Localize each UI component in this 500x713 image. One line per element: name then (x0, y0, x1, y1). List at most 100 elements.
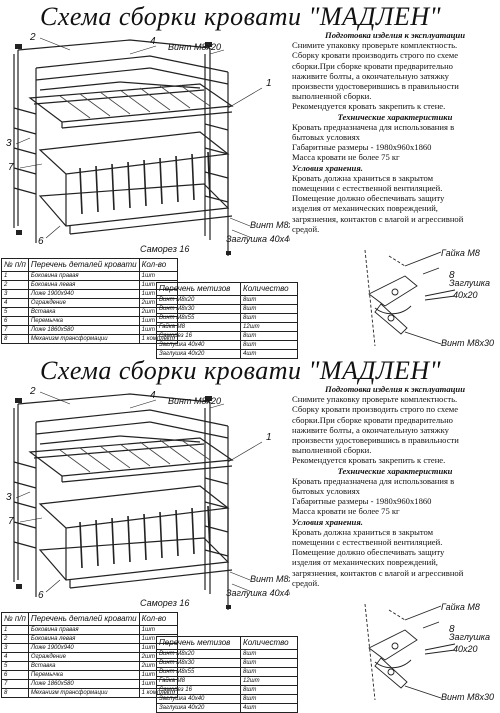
cell: 1 (1, 271, 29, 281)
cell: Заглушка 40х20 (156, 703, 241, 713)
sheet-title: Схема сборки кровати "МАДЛЕН" (40, 2, 442, 31)
prep-heading: Подготовка изделия к эксплуатации (325, 384, 465, 394)
tech-line: Кровать предназначена для использования … (292, 121, 455, 132)
tech-heading: Технические характеристики (337, 111, 453, 122)
callout-3: 3 (6, 492, 12, 503)
tech-line: бытовых условиях (292, 486, 360, 497)
fasteners-table-header: Перечень метизов Количество (156, 636, 298, 650)
cell: 8 (1, 688, 29, 698)
cell: 8шт (240, 667, 298, 677)
cell: Винт М8х20 (156, 295, 241, 305)
cell: Ограждение (27, 652, 140, 662)
callout-8: 8 (449, 270, 455, 281)
prep-line: наживите болты, а окончательную затяжку (292, 70, 449, 81)
label-zaglushka-40x20: Заглушка (449, 278, 490, 288)
cell: 8шт (240, 649, 298, 659)
prep-line: выполненной сборки. (292, 445, 372, 456)
cell: Ложе 1900х940 (27, 289, 140, 299)
callout-6: 6 (38, 590, 44, 601)
tech-heading: Технические характеристики (337, 465, 453, 476)
cell: 8шт (240, 331, 298, 341)
cell: 8 (1, 334, 29, 344)
label-zaglushka-40x40: Заглушка 40х40 (226, 588, 290, 598)
cell: Механизм трансформации (27, 334, 140, 344)
label-zaglushka-40x40: Заглушка 40х40 (226, 234, 290, 244)
storage-line: средой. (292, 577, 320, 588)
cell: Механизм трансформации (27, 688, 140, 698)
prep-line: Сборку кровати производить строго по схе… (292, 404, 459, 415)
callout-8: 8 (449, 624, 455, 635)
callout-4: 4 (150, 36, 156, 47)
callout-7: 7 (8, 516, 14, 527)
cell: Заглушка 40х40 (156, 694, 241, 704)
cell: Перемычка (27, 316, 140, 326)
label-vint-m8x30: Винт М8х30 (441, 338, 494, 348)
storage-line: Кровать должна храниться в закрытом (292, 172, 434, 183)
tech-line: Масса кровати не более 75 кг (292, 152, 400, 163)
prep-heading: Подготовка изделия к эксплуатации (325, 30, 465, 40)
col-header-number: № п/п (1, 612, 29, 626)
cell: 6 (1, 670, 29, 680)
cell: Гайка М8 (156, 676, 241, 686)
cell: 3 (1, 289, 29, 299)
tech-line: бытовых условиях (292, 132, 360, 143)
label-samorez: Саморез 16 (140, 598, 189, 608)
cell: 2 (1, 634, 29, 644)
cell: 1шт (138, 271, 178, 281)
bunk-bed-assembly-drawing: 2 4 1 3 7 6 5 Винт М8х20 Винт М8х55 Загл… (6, 386, 290, 610)
cell: Боковина левая (27, 634, 140, 644)
cell: 8шт (240, 295, 298, 305)
cell: Гайка М8 (156, 322, 241, 332)
prep-line: выполненной сборки. (292, 91, 372, 102)
bunk-bed-assembly-drawing: 2 4 1 3 7 6 5 Винт М8х20 Винт М8х55 Загл… (6, 32, 290, 256)
cell: 12шт (240, 322, 298, 332)
cell: 7 (1, 679, 29, 689)
callout-4: 4 (150, 390, 156, 401)
col-header-qty: Кол-во (138, 258, 178, 272)
cell: Заглушка 40х40 (156, 340, 241, 350)
prep-line: произвести удостоверившись в правильност… (292, 81, 459, 92)
sheet-bottom: Схема сборки кровати "МАДЛЕН" (0, 354, 500, 713)
cell: 4 (1, 652, 29, 662)
cell: Винт М8х30 (156, 304, 241, 314)
cell: 8шт (240, 304, 298, 314)
cell: Вставка (27, 307, 140, 317)
callout-3: 3 (6, 138, 12, 149)
callout-2: 2 (29, 32, 36, 43)
label-zaglushka-40x20-size: 40х20 (453, 644, 478, 654)
cell: Винт М8х30 (156, 658, 241, 668)
prep-line: сборки.При сборке кровати предварительно (292, 414, 453, 425)
cell: Винт М8х20 (156, 649, 241, 659)
col-header-number: № п/п (1, 258, 29, 272)
cell: 6 (1, 316, 29, 326)
prep-line: Снимите упаковку проверьте комплектность… (292, 40, 458, 51)
col-header-parts: Перечень деталей кровати (27, 258, 140, 272)
sheet-top: Схема сборки кровати "МАДЛЕН" (0, 0, 500, 359)
cell: Ложе 1860х580 (27, 325, 140, 335)
label-vint-m8x20: Винт М8х20 (168, 396, 221, 406)
cell: Боковина правая (27, 625, 140, 635)
callout-7: 7 (8, 162, 14, 173)
cell: 7 (1, 325, 29, 335)
parts-table-header: № п/п Перечень деталей кровати Кол-во (1, 258, 178, 272)
